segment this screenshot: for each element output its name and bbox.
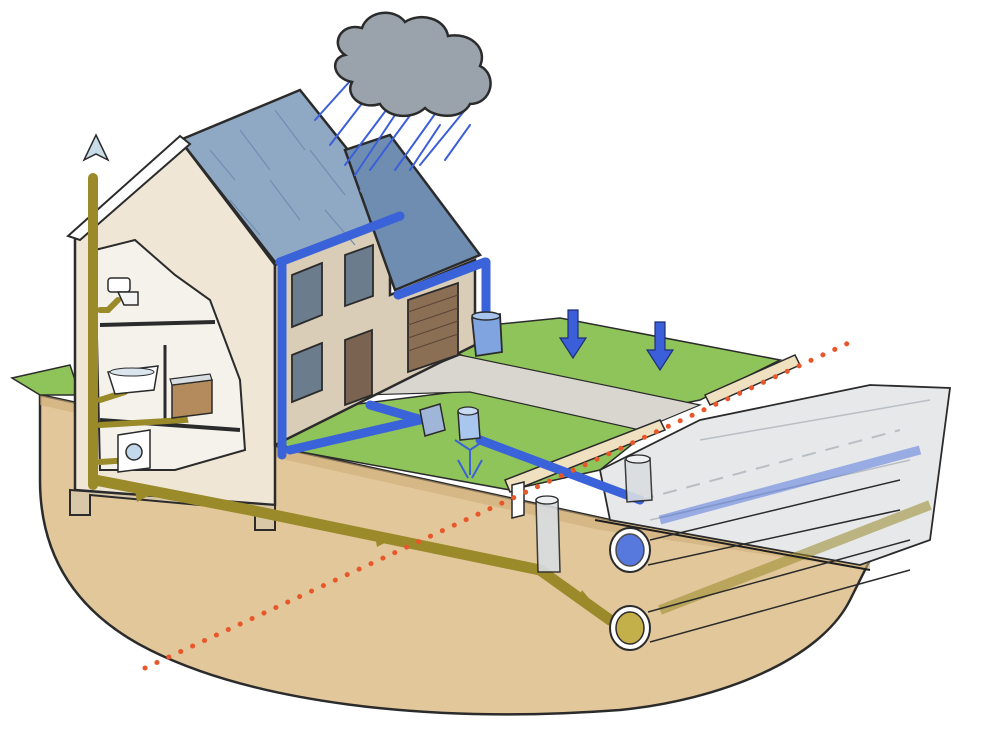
road-lane-line (649, 459, 911, 521)
road-lane-line (699, 399, 931, 441)
front-door (344, 328, 373, 407)
toilet-icon (107, 277, 139, 306)
infiltration-arrow-icon (645, 321, 675, 372)
stormwater-sewer (609, 479, 901, 573)
road-lane-line (639, 429, 901, 501)
cloud-icon (334, 11, 492, 117)
surface-line (594, 519, 871, 571)
stormwater-manhole-shaft (624, 457, 653, 503)
upper-windows (291, 243, 374, 329)
road-surface (598, 384, 952, 566)
gutter-main (275, 211, 405, 267)
vent-arrow-icon (82, 133, 110, 162)
bathtub-icon (107, 365, 159, 395)
flow-arrow (135, 490, 150, 502)
manhole-icon (624, 454, 653, 503)
wastewater-manhole-shaft (535, 499, 561, 573)
property-boundary-line (142, 337, 858, 671)
garage-door (407, 281, 459, 374)
garage-door-panels (407, 294, 459, 352)
house-sewer-main (89, 474, 616, 626)
manhole-icon (535, 495, 561, 573)
infiltration-spread (454, 439, 486, 479)
window (291, 341, 323, 404)
flow-arrows (135, 490, 592, 602)
floor-upper (99, 320, 216, 327)
stormwater-lateral (475, 435, 645, 505)
washing-machine-icon (117, 429, 151, 473)
lawn-left (10, 364, 82, 396)
inspection-box (419, 403, 446, 437)
infiltration-arrow-icon (558, 309, 588, 360)
rain-barrel-icon (471, 311, 503, 358)
road-stormwater-flow (658, 445, 922, 525)
ground-drain-pipe (285, 415, 425, 455)
rainwater-infiltration-unit (419, 403, 486, 479)
gutter-garage (393, 257, 490, 300)
road-wastewater-flow (658, 500, 932, 615)
wastewater-sewer (609, 539, 911, 651)
garage-roof (343, 133, 482, 292)
curb-front (504, 419, 667, 493)
flow-arrow (375, 535, 390, 547)
house-roof-edge (66, 134, 192, 242)
property-boundary-post (511, 481, 525, 519)
window (291, 261, 323, 329)
rain-gutter-system (275, 211, 645, 505)
flow-arrow (578, 590, 592, 602)
window (344, 243, 374, 308)
sink-icon (169, 373, 213, 419)
lower-windows (291, 341, 323, 404)
toilet-branch (97, 297, 121, 313)
